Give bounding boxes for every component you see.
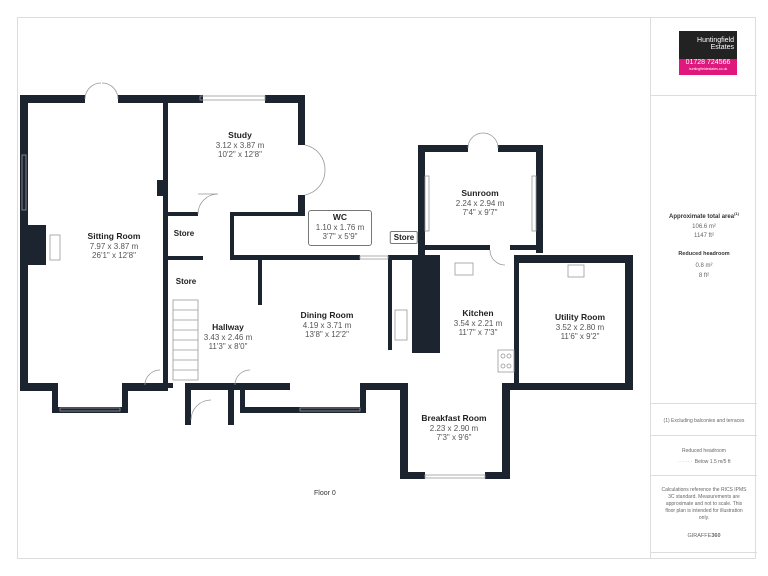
store-label: Store [389,231,419,244]
room-metric: 3.54 x 2.21 m [453,319,503,328]
room-metric: 4.19 x 3.71 m [302,321,352,330]
room-name: Utility Room [554,312,606,322]
room-imperial: 7'4" x 9'7" [462,208,498,217]
room-metric: 2.24 x 2.94 m [455,199,505,208]
room-metric: 3.52 x 2.80 m [555,323,605,332]
disclaimer: Calculations reference the RICS IPMS 3C … [661,487,747,521]
room-metric: 3.43 x 2.46 m [203,333,253,342]
room-name: Kitchen [462,308,494,318]
room-imperial: 7'3" x 9'6" [436,433,472,442]
room-imperial: 26'1" x 12'8" [92,251,136,260]
room-imperial: 11'7" x 7'3" [458,328,498,337]
room-name: Breakfast Room [421,413,487,423]
room-imperial: 13'8" x 12'2" [305,330,349,339]
floor-label: Floor 0 [314,490,336,497]
note-marker: (1) [734,211,739,216]
room-name: WC [332,212,348,222]
room-metric: 3.12 x 3.87 m [215,141,265,150]
giraffe360-brand: GIRAFFE360 [651,532,757,540]
room-metric: 7.97 x 3.87 m [89,242,139,251]
room-name: Sunroom [461,188,499,198]
brand-text: GIRAFFE [687,533,712,539]
agency-name: Huntingfield [697,37,734,44]
store-label: Store [175,277,197,286]
agency-phone: 01728 724566 [685,59,731,66]
room-imperial: 11'3" x 8'0" [208,342,248,351]
reduced-title: Reduced headroom [678,251,730,257]
room-name: Hallway [212,322,244,332]
legend-title: Reduced headroom [682,448,726,454]
floor-plan [20,82,633,479]
agency-website: huntingfieldestates.co.uk [688,67,728,71]
room-imperial: 10'2" x 12'8" [218,150,262,159]
brand-text: 360 [711,533,721,539]
room-name: Dining Room [300,310,354,320]
reduced-m2: 0.8 m² [695,263,713,269]
reduced-ft2: 8 ft² [698,273,710,279]
legend-item: Below 1.5 m/5 ft [694,459,731,465]
room-metric: 1.10 x 1.76 m [315,223,365,232]
area-ft2: 1147 ft² [694,233,714,239]
room-name: Sitting Room [87,231,141,241]
room-name: Study [228,130,252,140]
doors-windows [21,82,585,479]
agency-name: Estates [710,44,734,51]
room-imperial: 3'7" x 5'9" [322,232,358,241]
room-imperial: 11'6" x 9'2" [560,332,600,341]
walls [20,95,633,479]
footnote: (1) Excluding balconies and terraces [663,418,745,424]
plan-frame [17,17,756,559]
area-title: Approximate total area [669,214,735,220]
area-m2: 106.6 m² [692,224,716,230]
wc-label-box [308,210,372,246]
store-label: Store [173,229,195,238]
room-metric: 2.23 x 2.90 m [429,424,479,433]
